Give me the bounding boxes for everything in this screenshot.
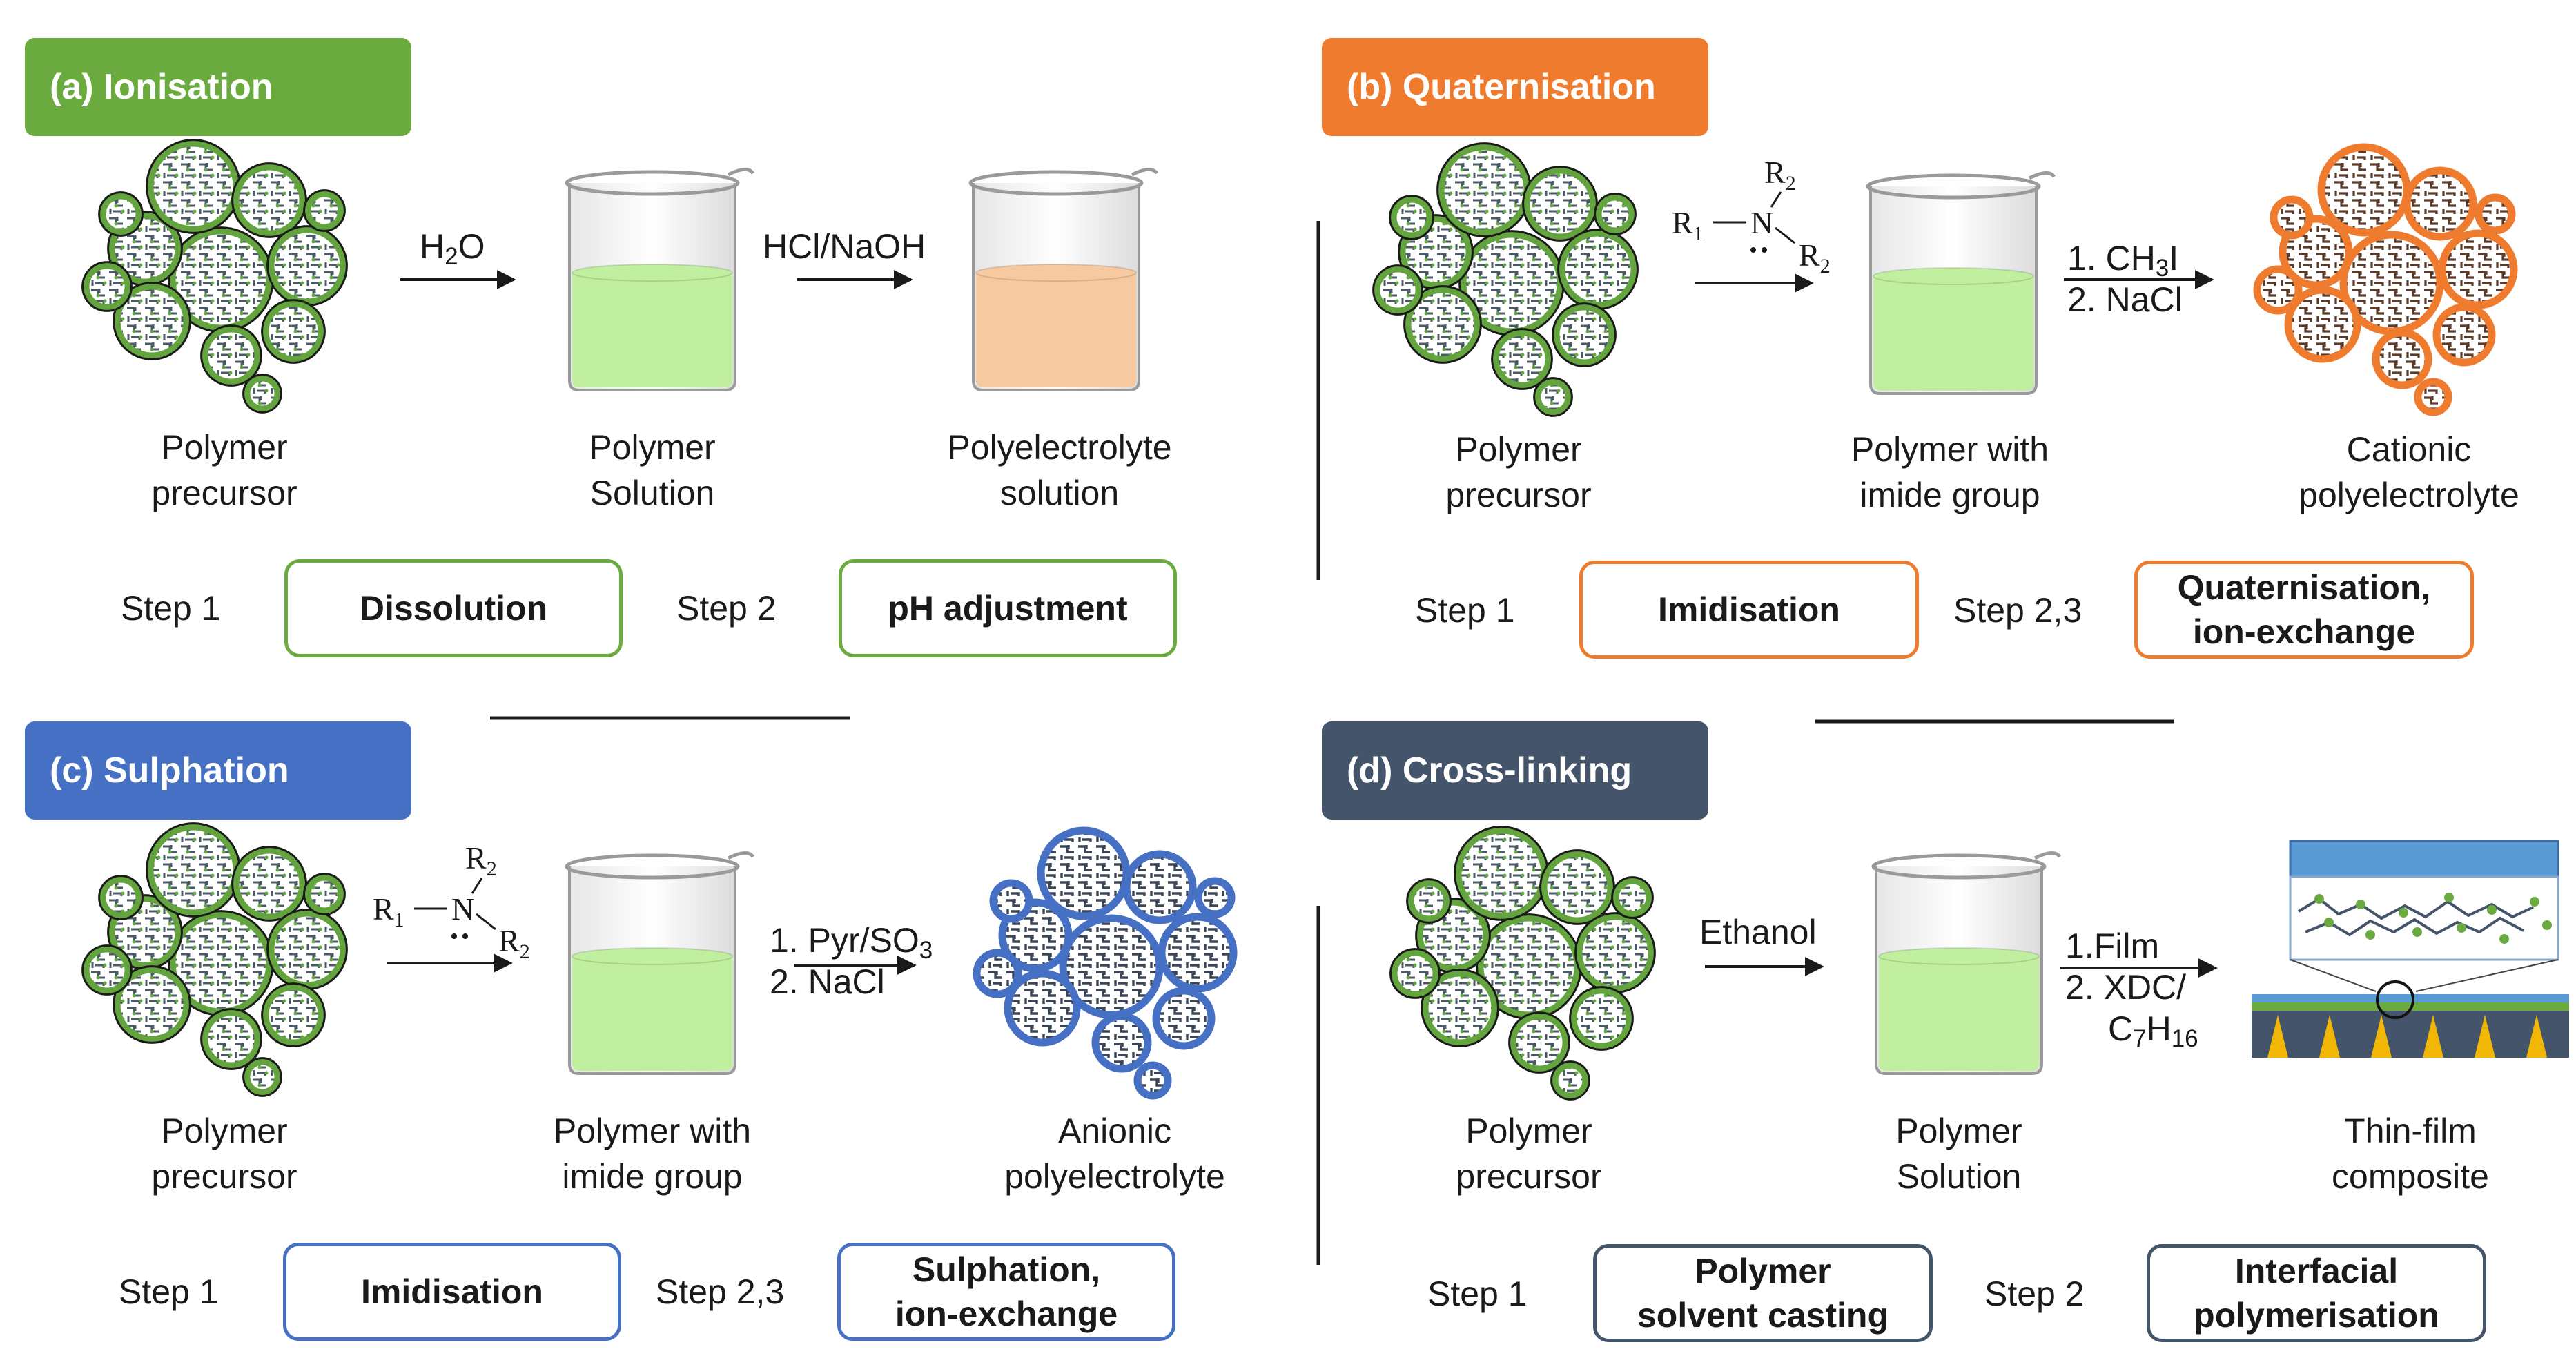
amine-r2-top-c: R2: [465, 840, 497, 880]
amine-n-b: N: [1750, 205, 1773, 240]
panel-b-title: (b) Quaternisation: [1322, 38, 1708, 136]
panel-b-reagent-line1: 1. CH3I: [2067, 239, 2179, 282]
polymer-precursor-cluster-a: [81, 139, 348, 414]
panel-b-caption-precursor: Polymer precursor: [1445, 430, 1592, 514]
panel-b-caption-product: Cationic polyelectrolyte: [2299, 430, 2519, 514]
panel-d-caption-precursor: Polymer precursor: [1456, 1112, 1602, 1196]
panel-a-arrow1-label: H2O: [420, 224, 485, 269]
polymer-solution-beaker-d: [1871, 851, 2062, 1075]
panel-a-caption-product: Polyelectrolyte solution: [947, 428, 1172, 512]
panel-d-reagent-line1: 1.Film: [2065, 927, 2160, 965]
panel-b-reagent-line2: 2. NaCl: [2067, 280, 2183, 319]
panel-d-reagent-line3: C7H16: [2108, 1009, 2198, 1052]
panel-b-step1-label: Step 1: [1415, 591, 1515, 630]
panel-a-arrow2-label: HCl/NaOH: [763, 227, 926, 266]
polymer-precursor-cluster-c: [81, 822, 348, 1097]
polymer-precursor-cluster-b: [1372, 142, 1639, 417]
panel-d-step2-label: Step 2: [1984, 1274, 2085, 1313]
panel-d-step2-box: Interfacial polymerisation: [2147, 1244, 2486, 1342]
amine-structure-c: R1 N R2 R2: [373, 840, 530, 963]
imide-polymer-beaker-b: [1866, 171, 2056, 395]
panel-dividers: [490, 221, 2174, 1265]
reaction-arrows: [387, 270, 2218, 978]
amine-r2-top-b: R2: [1764, 155, 1796, 195]
panel-c-reagent-line1: 1. Pyr/SO3: [770, 921, 933, 964]
amine-r2-bottom-c: R2: [498, 923, 530, 963]
beakers: [565, 168, 2062, 1075]
panel-d-title: (d) Cross-linking: [1322, 721, 1708, 820]
panel-d-reagents: 1.Film 2. XDC/ C7H16: [2065, 924, 2198, 1051]
panel-d-step1-box: Polymer solvent casting: [1593, 1244, 1933, 1342]
cationic-polyelectrolyte-cluster: [2253, 143, 2518, 416]
panel-a-step1-box: Dissolution: [284, 559, 623, 657]
panel-c-caption-product: Anionic polyelectrolyte: [1004, 1112, 1225, 1196]
amine-r2-bottom-b: R2: [1799, 237, 1831, 278]
panel-a-title: (a) Ionisation: [25, 38, 411, 136]
panel-c-caption-solution: Polymer with imide group: [553, 1112, 752, 1196]
anionic-polyelectrolyte-cluster: [973, 826, 1238, 1100]
panel-d-reagent-line2: 2. XDC/: [2065, 968, 2187, 1007]
panel-a-step2-label: Step 2: [676, 589, 777, 628]
panel-c-step2-box: Sulphation, ion-exchange: [837, 1243, 1175, 1341]
amine-n-c: N: [451, 891, 474, 927]
amine-structure-b: R1 N R2 R2: [1672, 155, 1831, 278]
panel-d-caption-solution: Polymer Solution: [1895, 1112, 2022, 1196]
panel-d-caption-product: Thin-film composite: [2332, 1112, 2489, 1196]
panel-a-caption-solution: Polymer Solution: [589, 428, 716, 512]
polymer-solution-beaker-a: [565, 168, 755, 391]
amine-r1-b: R1: [1672, 205, 1704, 245]
panel-c-step1-box: Imidisation: [283, 1243, 621, 1341]
panel-a-step2-box: pH adjustment: [839, 559, 1177, 657]
panel-a-arrow1-text: H2O: [420, 227, 485, 270]
amine-r1-c: R1: [373, 891, 404, 931]
imide-polymer-beaker-c: [565, 851, 755, 1075]
panel-d-arrow1-label: Ethanol: [1699, 913, 1817, 951]
polymer-precursor-cluster-d: [1389, 826, 1656, 1101]
panel-d-step1-label: Step 1: [1427, 1274, 1528, 1313]
panel-c-step2-label: Step 2,3: [656, 1272, 785, 1311]
panel-b-step1-box: Imidisation: [1579, 561, 1919, 659]
panel-a-caption-precursor: Polymer precursor: [151, 428, 297, 512]
panel-b-step2-label: Step 2,3: [1953, 591, 2082, 630]
panel-c-step1-label: Step 1: [119, 1272, 219, 1311]
panel-c-reagent-line2: 2. NaCl: [770, 962, 885, 1001]
polyelectrolyte-solution-beaker-a: [968, 168, 1159, 391]
panel-b-step2-box: Quaternisation, ion-exchange: [2134, 561, 2474, 659]
thin-film-composite-graphic: [2252, 840, 2569, 1058]
panel-a-step1-label: Step 1: [121, 589, 221, 628]
panel-c-caption-precursor: Polymer precursor: [151, 1112, 297, 1196]
panel-b-caption-solution: Polymer with imide group: [1851, 430, 2049, 514]
panel-c-title: (c) Sulphation: [25, 721, 411, 820]
polymer-clusters: [81, 139, 2518, 1101]
